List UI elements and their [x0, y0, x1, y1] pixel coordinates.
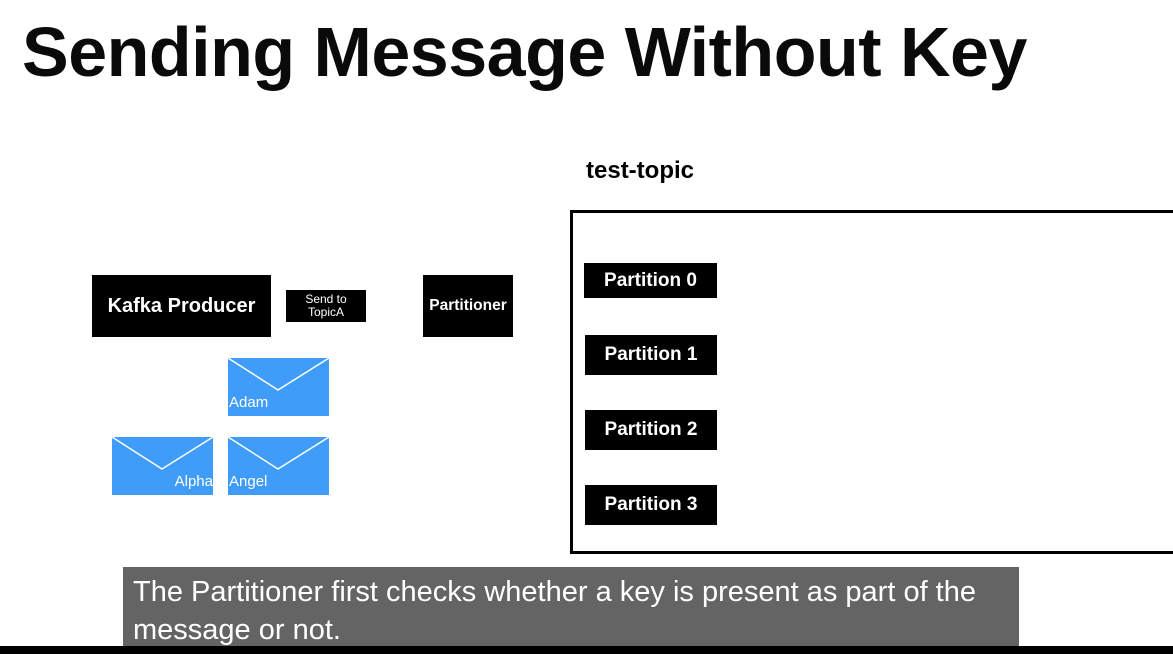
kafka-producer-label: Kafka Producer	[107, 294, 256, 317]
kafka-producer-box: Kafka Producer	[92, 275, 271, 337]
partitioner-label: Partitioner	[429, 297, 507, 314]
message-envelope-adam: Adam	[228, 358, 329, 416]
video-bottom-bar	[0, 646, 1173, 654]
envelope-icon	[228, 358, 329, 391]
send-to-topic-box: Send to TopicA	[286, 290, 366, 322]
partitioner-box: Partitioner	[423, 275, 513, 337]
partition-1-box: Partition 1	[585, 335, 717, 375]
message-envelope-alpha: Alpha	[112, 437, 213, 495]
partition-2-box: Partition 2	[585, 410, 717, 450]
subtitle-caption: The Partitioner first checks whether a k…	[123, 567, 1019, 654]
partition-1-label: Partition 1	[604, 344, 698, 365]
message-envelope-angel: Angel	[228, 437, 329, 495]
send-to-line2: TopicA	[307, 305, 345, 319]
slide-title: Sending Message Without Key	[22, 13, 1027, 91]
message-label-angel: Angel	[229, 473, 268, 490]
partition-3-label: Partition 3	[604, 494, 698, 515]
send-to-label: Send to TopicA	[305, 293, 346, 319]
envelope-icon	[228, 437, 329, 470]
message-label-alpha: Alpha	[174, 473, 213, 490]
topic-label: test-topic	[586, 157, 694, 184]
envelope-icon	[112, 437, 213, 470]
partition-2-label: Partition 2	[604, 419, 698, 440]
partition-3-box: Partition 3	[585, 485, 717, 525]
partition-0-label: Partition 0	[604, 269, 697, 291]
partition-0-box: Partition 0	[584, 263, 717, 298]
send-to-line1: Send to	[305, 292, 347, 306]
message-label-adam: Adam	[229, 394, 269, 411]
